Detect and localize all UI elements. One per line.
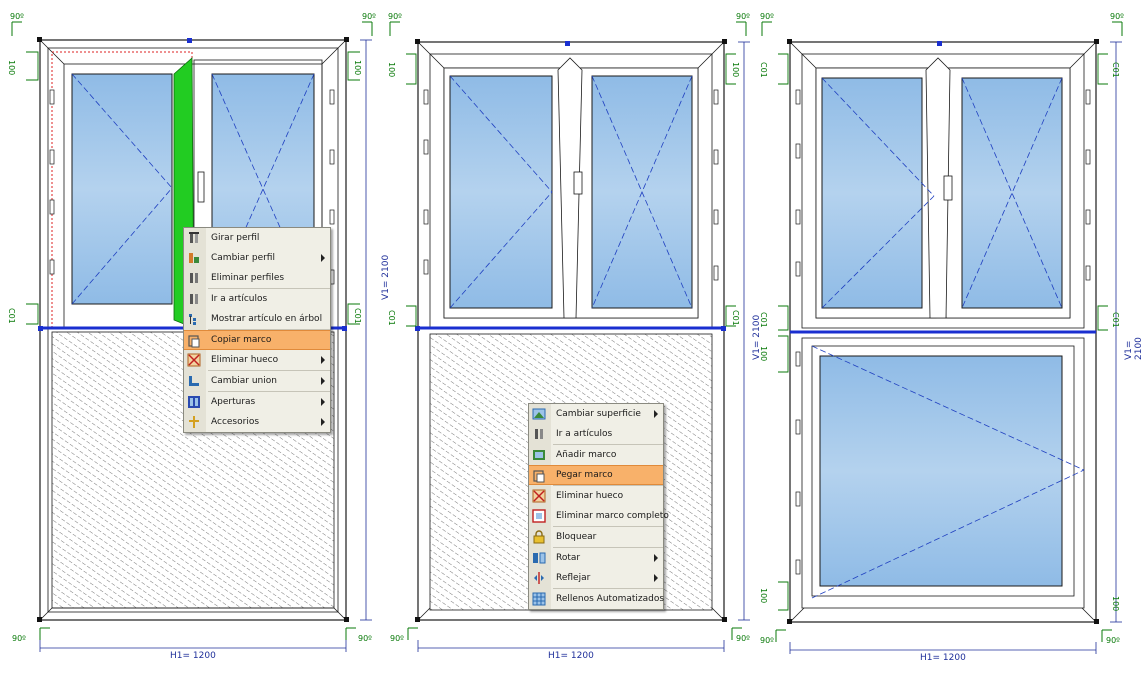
width-dimension[interactable]: H1= 1200 [170, 651, 216, 661]
side-code-label: 100 [1111, 596, 1120, 612]
menu-item-rotar[interactable]: Rotar [529, 548, 663, 568]
glass-pane[interactable] [449, 75, 553, 309]
angle-label: 90º [358, 634, 372, 643]
menu-item-copiar-marco[interactable]: Copiar marco [184, 330, 330, 350]
submenu-arrow-icon [654, 410, 658, 418]
menu-item-eliminar-perfiles[interactable]: Eliminar perfiles [184, 268, 330, 288]
angle-label: 90º [10, 12, 24, 21]
angle-label: 90º [388, 12, 402, 21]
tree-icon [189, 314, 196, 325]
menu-item-accesorios[interactable]: Accesorios [184, 412, 330, 432]
menu-item-aperturas[interactable]: Aperturas [184, 392, 330, 412]
add-frame-icon [533, 450, 545, 460]
go-articles-icon [535, 429, 543, 439]
menu-item-ir-articulos[interactable]: Ir a artículos [184, 289, 330, 309]
menu-item-cambiar-superficie[interactable]: Cambiar superficie [529, 404, 663, 424]
delete-hole-icon [532, 489, 546, 503]
side-code-label: 100 [353, 60, 362, 76]
menu-item-pegar-marco[interactable]: Pegar marco [529, 465, 663, 485]
window-design-right[interactable] [761, 21, 1123, 654]
side-code-label: C01 [387, 310, 396, 326]
angle-label: 90º [390, 634, 404, 643]
menu-item-rellenos-automatizados[interactable]: Rellenos Automatizados [529, 589, 664, 609]
change-surface-icon [532, 408, 546, 420]
go-articles-icon [190, 294, 198, 304]
inner-frame-line [47, 47, 339, 613]
glass-pane[interactable] [71, 73, 173, 305]
change-union-icon [189, 376, 199, 386]
lock-icon [533, 530, 545, 544]
side-code-label: C01 [1111, 62, 1120, 78]
angle-label: 90º [12, 634, 26, 643]
side-code-label: C01 [7, 308, 16, 324]
side-code-label: C01 [759, 312, 768, 328]
side-code-label: 100 [387, 62, 396, 78]
width-dimension[interactable]: H1= 1200 [920, 653, 966, 663]
menu-item-reflejar[interactable]: Reflejar [529, 568, 663, 588]
context-menu-profile[interactable]: Girar perfil Cambiar perfil Eliminar per… [183, 227, 331, 433]
handle-icon [943, 175, 953, 201]
context-menu-surface[interactable]: Cambiar superficie Ir a artículos Añadir… [528, 403, 669, 610]
submenu-arrow-icon [321, 418, 325, 426]
paste-frame-icon [533, 470, 545, 483]
menu-item-eliminar-hueco[interactable]: Eliminar hueco [529, 486, 663, 506]
rotate-profile-icon [189, 232, 199, 243]
glass-pane[interactable] [819, 355, 1063, 587]
rotate-icon [533, 552, 546, 564]
menu-item-mostrar-arbol[interactable]: Mostrar artículo en árbol [184, 309, 330, 329]
width-dimension[interactable]: H1= 1200 [548, 651, 594, 661]
submenu-arrow-icon [654, 574, 658, 582]
height-dimension[interactable]: V1= 2100 [381, 254, 391, 300]
delete-hole-icon [187, 353, 201, 367]
side-code-label: C01 [759, 62, 768, 78]
delete-profiles-icon [190, 273, 198, 283]
menu-item-girar-perfil[interactable]: Girar perfil [184, 228, 330, 248]
submenu-arrow-icon [321, 377, 325, 385]
submenu-arrow-icon [321, 254, 325, 262]
side-code-label: C01 [731, 310, 740, 326]
auto-fill-icon [532, 592, 546, 606]
menu-item-eliminar-hueco[interactable]: Eliminar hueco [184, 350, 330, 370]
change-profile-icon [189, 253, 199, 263]
angle-label: 90º [760, 636, 774, 645]
side-code-label: C01 [353, 308, 362, 324]
side-code-label: 100 [759, 588, 768, 604]
menu-item-anadir-marco[interactable]: Añadir marco [529, 445, 663, 465]
menu-item-eliminar-marco-completo[interactable]: Eliminar marco completo [529, 506, 669, 526]
delete-frame-icon [532, 509, 546, 523]
accessories-icon [189, 416, 199, 428]
angle-label: 90º [1110, 12, 1124, 21]
glass-pane[interactable] [821, 77, 923, 309]
openings-icon [188, 396, 200, 408]
side-code-label: 100 [7, 60, 16, 76]
copy-frame-icon [188, 335, 200, 348]
submenu-arrow-icon [321, 398, 325, 406]
angle-label: 90º [736, 634, 750, 643]
submenu-arrow-icon [654, 554, 658, 562]
mirror-icon [534, 572, 544, 584]
menu-item-bloquear[interactable]: Bloquear [529, 527, 663, 547]
side-code-label: C01 [1111, 312, 1120, 328]
handle-icon [573, 171, 583, 195]
menu-item-ir-articulos[interactable]: Ir a artículos [529, 424, 663, 444]
handle-icon [197, 171, 205, 203]
side-code-label: 100 [759, 346, 768, 362]
angle-label: 90º [1106, 636, 1120, 645]
submenu-arrow-icon [321, 356, 325, 364]
menu-item-cambiar-perfil[interactable]: Cambiar perfil [184, 248, 330, 268]
side-code-label: 100 [731, 62, 740, 78]
menu-item-cambiar-union[interactable]: Cambiar union [184, 371, 330, 391]
height-dimension[interactable]: V1= 2100 [1124, 337, 1144, 360]
angle-label: 90º [362, 12, 376, 21]
angle-label: 90º [736, 12, 750, 21]
angle-label: 90º [760, 12, 774, 21]
